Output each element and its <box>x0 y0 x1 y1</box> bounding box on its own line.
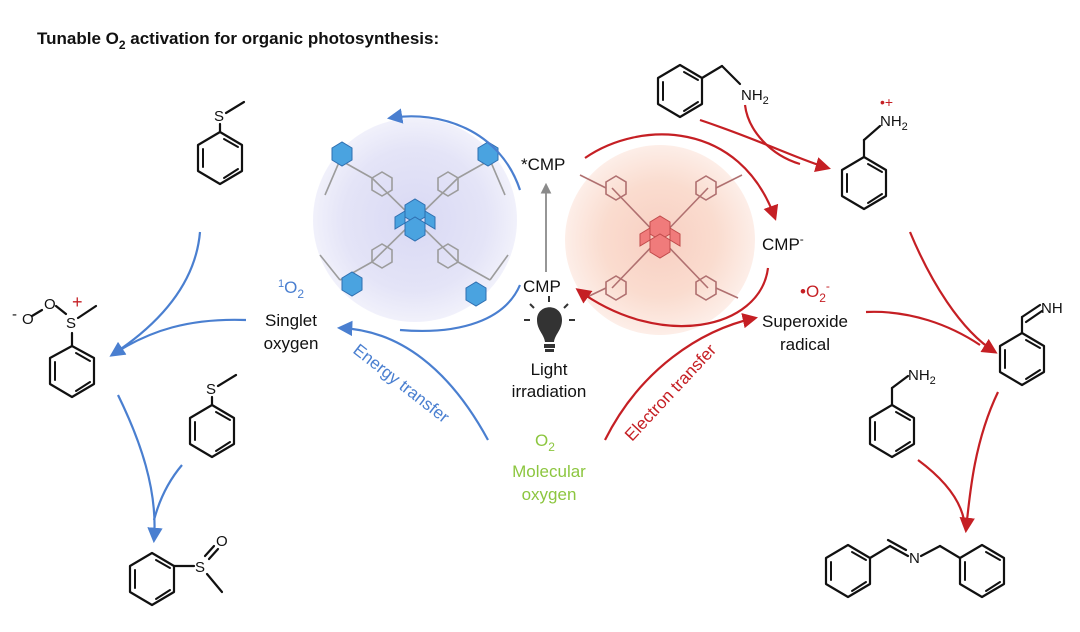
oxygen-atom: O <box>22 311 34 328</box>
thioanisole-molecule-second: S <box>188 373 238 459</box>
singlet-oxygen-symbol: 1O2 <box>278 278 304 301</box>
excited-cmp-label: *CMP <box>521 155 565 174</box>
red-framework-circle <box>565 145 755 335</box>
reduced-cmp-label: CMP- <box>762 232 804 254</box>
sulfur-atom: S <box>66 315 76 332</box>
minus-charge: - <box>12 306 17 323</box>
blue-arrow-singlet-in <box>111 318 247 356</box>
imine-coupling-product: N <box>824 538 1006 599</box>
red-cycle-arrow-top <box>584 133 779 221</box>
energy-transfer-label: Energy transfer <box>350 340 454 427</box>
benzylamine-molecule-top: NH2 <box>656 63 769 119</box>
blue-cycle-arrow-top <box>386 108 522 191</box>
benzylamine-molecule-lower: NH2 <box>868 367 936 459</box>
superoxide-label-line2: radical <box>780 335 830 354</box>
persulfoxide-intermediate: - O O S + <box>12 292 98 399</box>
light-bulb-icon <box>524 296 575 352</box>
blue-arrow-to-sulfoxide <box>117 394 163 544</box>
amine-label: NH2 <box>908 367 936 387</box>
radical-cation-charge: •+ <box>880 94 893 110</box>
light-label-line1: Light <box>531 360 568 379</box>
oxygen-atom: O <box>216 533 228 550</box>
thioanisole-molecule-top: S <box>196 100 246 186</box>
amine-label: NH2 <box>880 113 908 133</box>
oxygen-symbol: O2 <box>535 431 555 454</box>
blue-arrow-thioanisole <box>109 231 202 357</box>
red-arrow-benzylamine-to-radical <box>699 118 831 173</box>
blue-framework-circle <box>313 118 517 322</box>
sulfoxide-product: S O <box>128 533 228 607</box>
nitrogen-atom: N <box>909 550 920 567</box>
benzylamine-radical-cation: NH2 •+ <box>840 94 908 211</box>
oxygen-atom: O <box>44 296 56 313</box>
singlet-label-line2: oxygen <box>264 334 319 353</box>
red-arrow-imine-to-product <box>959 391 999 534</box>
sulfur-atom: S <box>206 381 216 398</box>
red-arrow-cmp-to-benzylamine <box>743 104 801 166</box>
energy-transfer-arrow <box>336 320 489 441</box>
blue-cycle-arrow-bottom <box>399 284 522 332</box>
oxygen-label-line2: oxygen <box>522 485 577 504</box>
figure-title: Tunable O2 activation for organic photos… <box>37 29 439 52</box>
ground-cmp-label: CMP <box>523 277 561 296</box>
superoxide-symbol: •O2- <box>800 279 830 305</box>
sulfur-atom: S <box>214 108 224 125</box>
superoxide-label-line1: Superoxide <box>762 312 848 331</box>
red-arrow-radical-to-imine <box>908 231 998 354</box>
imine-molecule: NH <box>998 300 1063 387</box>
plus-charge: + <box>72 292 83 312</box>
light-label-line2: irradiation <box>512 382 587 401</box>
amine-label: NH2 <box>741 87 769 107</box>
electron-transfer-arrow <box>604 313 759 441</box>
blue-arrow-second-thioanisole <box>152 464 183 521</box>
imine-nh-label: NH <box>1041 300 1063 317</box>
sulfur-atom: S <box>195 559 205 576</box>
red-arrow-superoxide-in <box>865 310 981 346</box>
singlet-label-line1: Singlet <box>265 311 317 330</box>
red-cycle-arrow-bottom <box>575 267 770 328</box>
oxygen-label-line1: Molecular <box>512 462 586 481</box>
red-arrow-benzylamine-lower <box>917 459 966 521</box>
